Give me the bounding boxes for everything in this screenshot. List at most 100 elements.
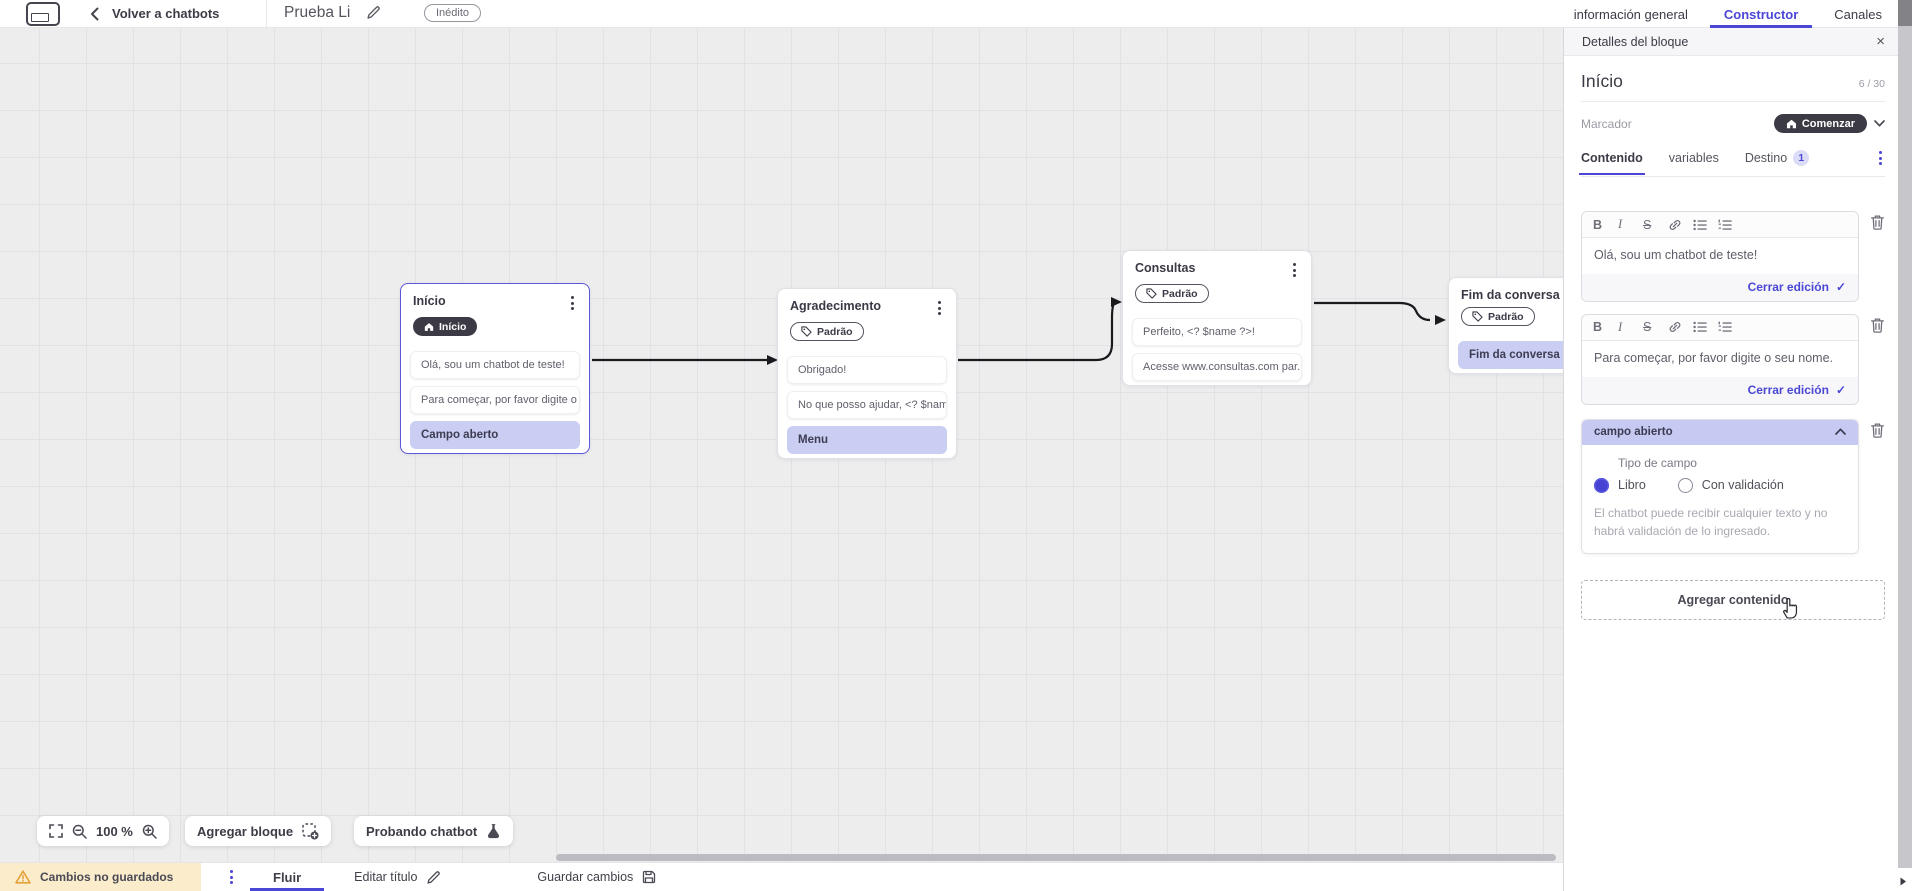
trash-icon[interactable] [1870, 317, 1885, 333]
block-content-row[interactable]: Olá, sou um chatbot de teste! [410, 350, 580, 379]
block-title: Início [413, 294, 446, 308]
numbered-list-icon[interactable] [1718, 219, 1743, 231]
tab-variables[interactable]: variables [1668, 151, 1719, 165]
vertical-scrollbar-thumb[interactable] [1898, 0, 1912, 26]
home-icon [424, 322, 434, 331]
tab-contenido[interactable]: Contenido [1579, 151, 1645, 175]
block-content-row[interactable]: Perfeito, <? $name ?>! [1132, 318, 1302, 346]
flow-block-consultas[interactable]: Consultas Padrão Perfeito, <? $name ?>! … [1122, 250, 1312, 386]
marker-label: Marcador [1581, 116, 1632, 131]
tab-constructor[interactable]: Constructor [1709, 0, 1813, 28]
numbered-list-icon[interactable] [1718, 321, 1743, 333]
block-menu-icon[interactable] [1290, 261, 1299, 279]
block-content-row[interactable]: Obrigado! [787, 356, 947, 384]
panel-title: Detalles del bloque [1582, 34, 1689, 49]
block-details-panel: Detalles del bloque × Início 6 / 30 Marc… [1563, 28, 1898, 891]
radio-con-validacion[interactable] [1677, 477, 1693, 493]
topbar-divider [266, 0, 267, 28]
radio-con-validacion-label[interactable]: Con validación [1701, 478, 1784, 492]
bullet-list-icon[interactable] [1693, 219, 1718, 231]
block-content-row[interactable]: Acesse www.consultas.com par... [1132, 353, 1302, 381]
tab-canales[interactable]: Canales [1834, 6, 1882, 22]
app-logo-icon [26, 2, 60, 26]
back-to-chatbots-link[interactable]: Volver a chatbots [112, 6, 220, 21]
test-chatbot-button[interactable]: Probando chatbot [354, 816, 514, 846]
add-content-button[interactable]: Agregar contenido [1581, 579, 1885, 623]
tag-icon [801, 326, 812, 337]
close-edit-button[interactable]: Cerrar edición ✓ [1582, 376, 1858, 404]
block-menu-row[interactable]: Menu [787, 426, 947, 454]
bold-icon[interactable]: B [1593, 217, 1603, 232]
flow-block-agradecimento[interactable]: Agradecimento Padrão Obrigado! No que po… [777, 288, 957, 459]
text-editor[interactable]: B I S Olá, sou um chatbot de tes [1581, 211, 1859, 302]
open-field-header[interactable]: campo abierto [1582, 419, 1858, 445]
scroll-corner-icon [1899, 874, 1908, 891]
field-type-label: Tipo de campo [1618, 455, 1697, 470]
edit-title-pencil-icon[interactable] [366, 5, 381, 20]
status-badge: Inédito [424, 3, 482, 22]
zoom-toolbar: 100 % [37, 816, 169, 846]
message-text-input[interactable]: Olá, sou um chatbot de teste! [1582, 238, 1858, 274]
flow-menu-icon[interactable] [227, 868, 236, 886]
link-icon[interactable] [1668, 320, 1693, 334]
back-chevron-icon[interactable] [90, 7, 99, 21]
radio-libro[interactable] [1594, 477, 1609, 493]
default-badge: Padrão [1461, 307, 1535, 326]
close-edit-button[interactable]: Cerrar edición ✓ [1582, 273, 1858, 301]
tag-icon [1146, 288, 1157, 299]
main-tabs: información general Constructor Canales [1574, 0, 1882, 28]
radio-libro-label[interactable]: Libro [1618, 478, 1646, 492]
pencil-icon [426, 870, 441, 885]
test-chatbot-label: Probando chatbot [366, 823, 478, 839]
mouse-cursor-icon [1780, 594, 1801, 623]
block-title: Consultas [1135, 261, 1196, 275]
block-name-field[interactable]: Início [1581, 71, 1623, 91]
save-icon [642, 870, 656, 884]
block-content-row[interactable]: Para começar, por favor digite o ... [410, 385, 580, 414]
link-icon[interactable] [1668, 218, 1693, 232]
flow-block-inicio[interactable]: Início Início Olá, sou um chatbot de tes… [400, 283, 590, 454]
editor-toolbar: B I S [1582, 314, 1858, 341]
message-text-input[interactable]: Para começar, por favor digite o seu nom… [1582, 340, 1858, 377]
warning-icon [15, 870, 31, 884]
bullet-list-icon[interactable] [1693, 321, 1718, 333]
block-menu-icon[interactable] [568, 294, 577, 312]
trash-icon[interactable] [1870, 422, 1885, 438]
strikethrough-icon[interactable]: S [1643, 320, 1652, 335]
block-open-field-row[interactable]: Campo aberto [410, 420, 580, 449]
tab-informacion-general[interactable]: información general [1573, 6, 1688, 22]
block-title: Agradecimento [790, 299, 881, 313]
block-content-row[interactable]: No que posso ajudar, <? $name ... [787, 391, 947, 419]
add-content-label: Agregar contenido [1677, 592, 1789, 607]
chevron-up-icon[interactable] [1835, 428, 1846, 435]
block-title: Fim da conversa [1461, 288, 1560, 302]
destino-count-badge: 1 [1793, 150, 1810, 166]
zoom-out-icon[interactable] [72, 824, 87, 839]
save-changes-button[interactable]: Guardar cambios [537, 863, 656, 891]
block-menu-icon[interactable] [935, 299, 944, 317]
panel-menu-icon[interactable] [1876, 149, 1885, 167]
fit-screen-icon[interactable] [49, 824, 63, 838]
bold-icon[interactable]: B [1593, 320, 1603, 335]
home-icon [1786, 119, 1796, 128]
italic-icon[interactable]: I [1618, 319, 1623, 334]
marker-value-pill[interactable]: Comenzar [1773, 114, 1867, 133]
flow-canvas[interactable]: Início Início Olá, sou um chatbot de tes… [0, 28, 1618, 862]
title-underline [1581, 101, 1885, 102]
chevron-down-icon[interactable] [1874, 120, 1885, 127]
tab-fluir[interactable]: Fluir [250, 863, 325, 891]
default-badge: Padrão [790, 322, 864, 341]
edit-title-button[interactable]: Editar título [354, 863, 441, 891]
add-block-button[interactable]: Agregar bloque [185, 816, 332, 846]
unsaved-changes-label: Cambios no guardados [40, 870, 174, 884]
text-editor[interactable]: B I S Para começar, por favor di [1581, 313, 1859, 405]
horizontal-scrollbar[interactable] [556, 854, 1556, 861]
strikethrough-icon[interactable]: S [1643, 217, 1652, 232]
close-icon[interactable]: × [1876, 33, 1885, 50]
italic-icon[interactable]: I [1618, 217, 1623, 231]
tab-destino[interactable]: Destino 1 [1745, 150, 1810, 166]
bottom-bar: Cambios no guardados Fluir Editar título… [0, 862, 1563, 891]
vertical-scrollbar[interactable] [1898, 0, 1912, 868]
zoom-in-icon[interactable] [142, 824, 157, 839]
trash-icon[interactable] [1870, 214, 1885, 230]
